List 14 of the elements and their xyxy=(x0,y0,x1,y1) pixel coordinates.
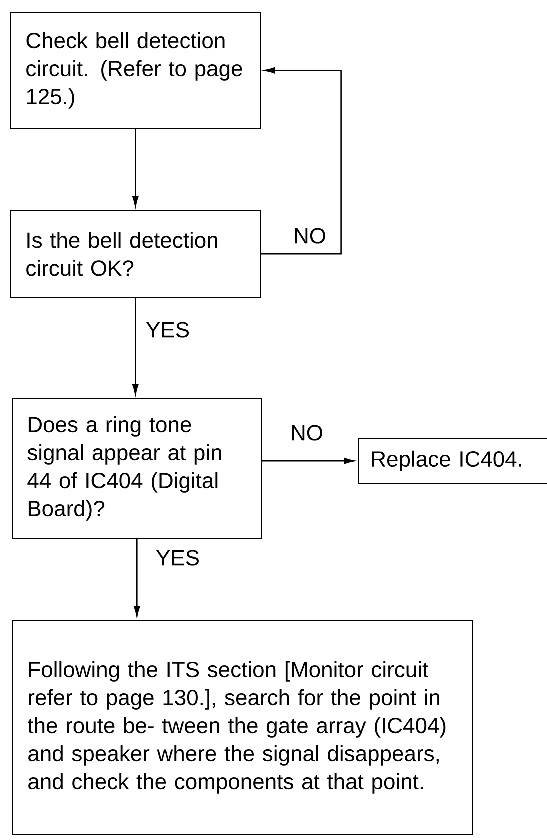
edge-label: NO xyxy=(292,227,328,245)
arrow xyxy=(132,129,139,207)
process-box: Does a ring tone signal appear at pin 44 of IC404 (Digital Board)? xyxy=(12,398,262,540)
arrow xyxy=(262,458,355,464)
edge-label: YES xyxy=(155,549,201,567)
process-box: Check bell detection circuit. (Refer to page 125.) xyxy=(10,12,262,130)
arrow xyxy=(261,67,342,255)
process-box: Is the bell detection circuit OK? xyxy=(10,210,262,298)
arrow xyxy=(134,539,140,617)
edge-label: NO xyxy=(290,424,324,442)
arrow xyxy=(132,298,139,395)
process-box: Replace IC404. xyxy=(358,438,547,484)
edge-label: YES xyxy=(145,321,192,339)
process-box: Following the ITS section [Monitor circuit refer to page 130.], search for the point in the route be- tween the gate array (IC404) and speaker where the signal disappears, and check the components at that point. xyxy=(12,620,474,836)
